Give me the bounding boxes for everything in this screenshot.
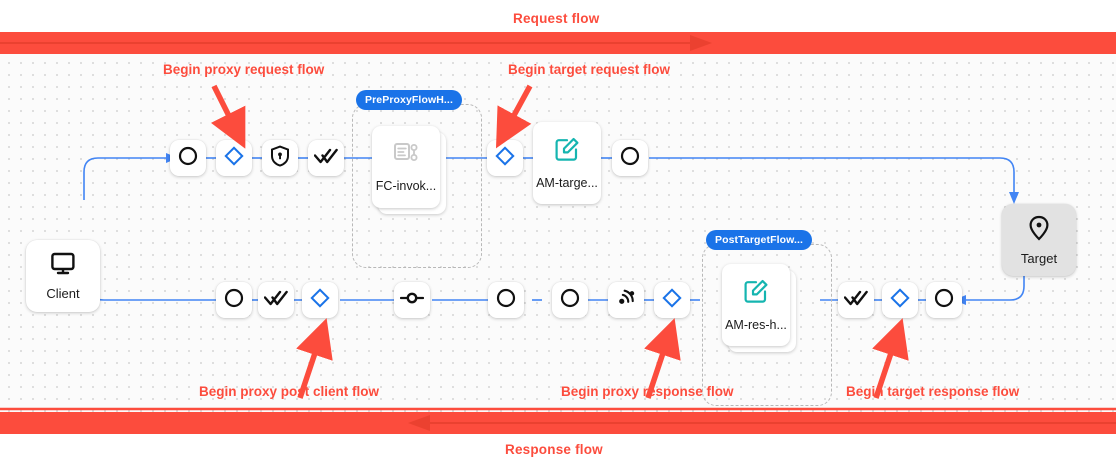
diamond-icon xyxy=(224,145,244,171)
step-node-double-check-3[interactable] xyxy=(838,282,874,318)
step-node-circle-2[interactable] xyxy=(612,140,648,176)
step-node-broadcast[interactable] xyxy=(608,282,644,318)
arrow-head-target-in xyxy=(1009,192,1019,204)
policy-am-res-label: AM-res-h... xyxy=(725,318,787,333)
diagram-canvas[interactable]: Client Target xyxy=(0,54,1116,412)
response-flow-banner xyxy=(0,412,1116,434)
request-flow-label: Request flow xyxy=(513,11,600,26)
endpoint-target[interactable]: Target xyxy=(1002,204,1076,276)
annotation-label-proxy-request: Begin proxy request flow xyxy=(163,62,325,77)
policy-fc-invoke-label: FC-invok... xyxy=(375,179,437,194)
circle-icon xyxy=(496,288,516,313)
diamond-icon xyxy=(310,287,330,313)
step-node-circle-3[interactable] xyxy=(216,282,252,318)
step-node-double-check-1[interactable] xyxy=(308,140,344,176)
annotation-label-proxy-response: Begin proxy response flow xyxy=(561,384,734,399)
policy-am-target[interactable]: AM-targe... xyxy=(533,122,601,204)
double-check-icon xyxy=(313,147,338,170)
flow-tag-posttarget[interactable]: PostTargetFlow... xyxy=(706,230,813,250)
step-node-diamond-5[interactable] xyxy=(882,282,918,318)
annotation-label-target-request: Begin target request flow xyxy=(508,62,671,77)
policy-fc-invoke[interactable]: FC-invok... xyxy=(372,126,440,208)
endpoint-client[interactable]: Client xyxy=(26,240,100,312)
policy-am-res[interactable]: AM-res-h... xyxy=(722,264,790,346)
step-node-diamond-3[interactable] xyxy=(302,282,338,318)
location-pin-icon xyxy=(1028,215,1050,246)
annotation-label-target-response: Begin target response flow xyxy=(846,384,1020,399)
response-flow-label: Response flow xyxy=(505,442,603,457)
endpoint-client-label: Client xyxy=(46,286,80,301)
step-node-endpoint[interactable] xyxy=(394,282,430,318)
flow-callout-icon xyxy=(393,141,419,170)
step-node-double-check-2[interactable] xyxy=(258,282,294,318)
edge-layer xyxy=(83,153,1025,305)
step-node-diamond-2[interactable] xyxy=(487,140,523,176)
step-node-circle-4[interactable] xyxy=(488,282,524,318)
step-node-circle-5[interactable] xyxy=(552,282,588,318)
step-node-diamond-1[interactable] xyxy=(216,140,252,176)
diamond-icon xyxy=(890,287,910,313)
policy-stack-am-res[interactable]: AM-res-h... xyxy=(722,264,802,358)
circle-icon xyxy=(560,288,580,313)
annotation-label-proxy-post-client: Begin proxy post client flow xyxy=(199,384,380,399)
step-node-shield-lock[interactable] xyxy=(262,140,298,176)
monitor-icon xyxy=(50,252,76,281)
edit-square-icon xyxy=(554,136,580,167)
circle-icon xyxy=(934,288,954,313)
request-flow-banner xyxy=(0,32,1116,54)
policy-stack-fc-invoke[interactable]: FC-invok... xyxy=(372,126,452,220)
edit-square-icon xyxy=(743,278,769,309)
broadcast-icon xyxy=(614,286,638,315)
step-node-diamond-4[interactable] xyxy=(654,282,690,318)
circle-icon xyxy=(178,146,198,171)
circle-icon xyxy=(620,146,640,171)
policy-am-target-label: AM-targe... xyxy=(536,176,598,191)
shield-lock-icon xyxy=(270,145,290,172)
endpoint-node-icon xyxy=(399,291,425,310)
request-flow-arrow-icon xyxy=(0,35,712,51)
double-check-icon xyxy=(263,289,288,312)
response-flow-arrow-icon xyxy=(408,415,1116,431)
step-node-circle-1[interactable] xyxy=(170,140,206,176)
flow-tag-preproxy[interactable]: PreProxyFlowH... xyxy=(356,90,462,110)
diamond-icon xyxy=(495,145,515,171)
circle-icon xyxy=(224,288,244,313)
endpoint-target-label: Target xyxy=(1020,251,1058,266)
diamond-icon xyxy=(662,287,682,313)
double-check-icon xyxy=(843,289,868,312)
step-node-circle-6[interactable] xyxy=(926,282,962,318)
